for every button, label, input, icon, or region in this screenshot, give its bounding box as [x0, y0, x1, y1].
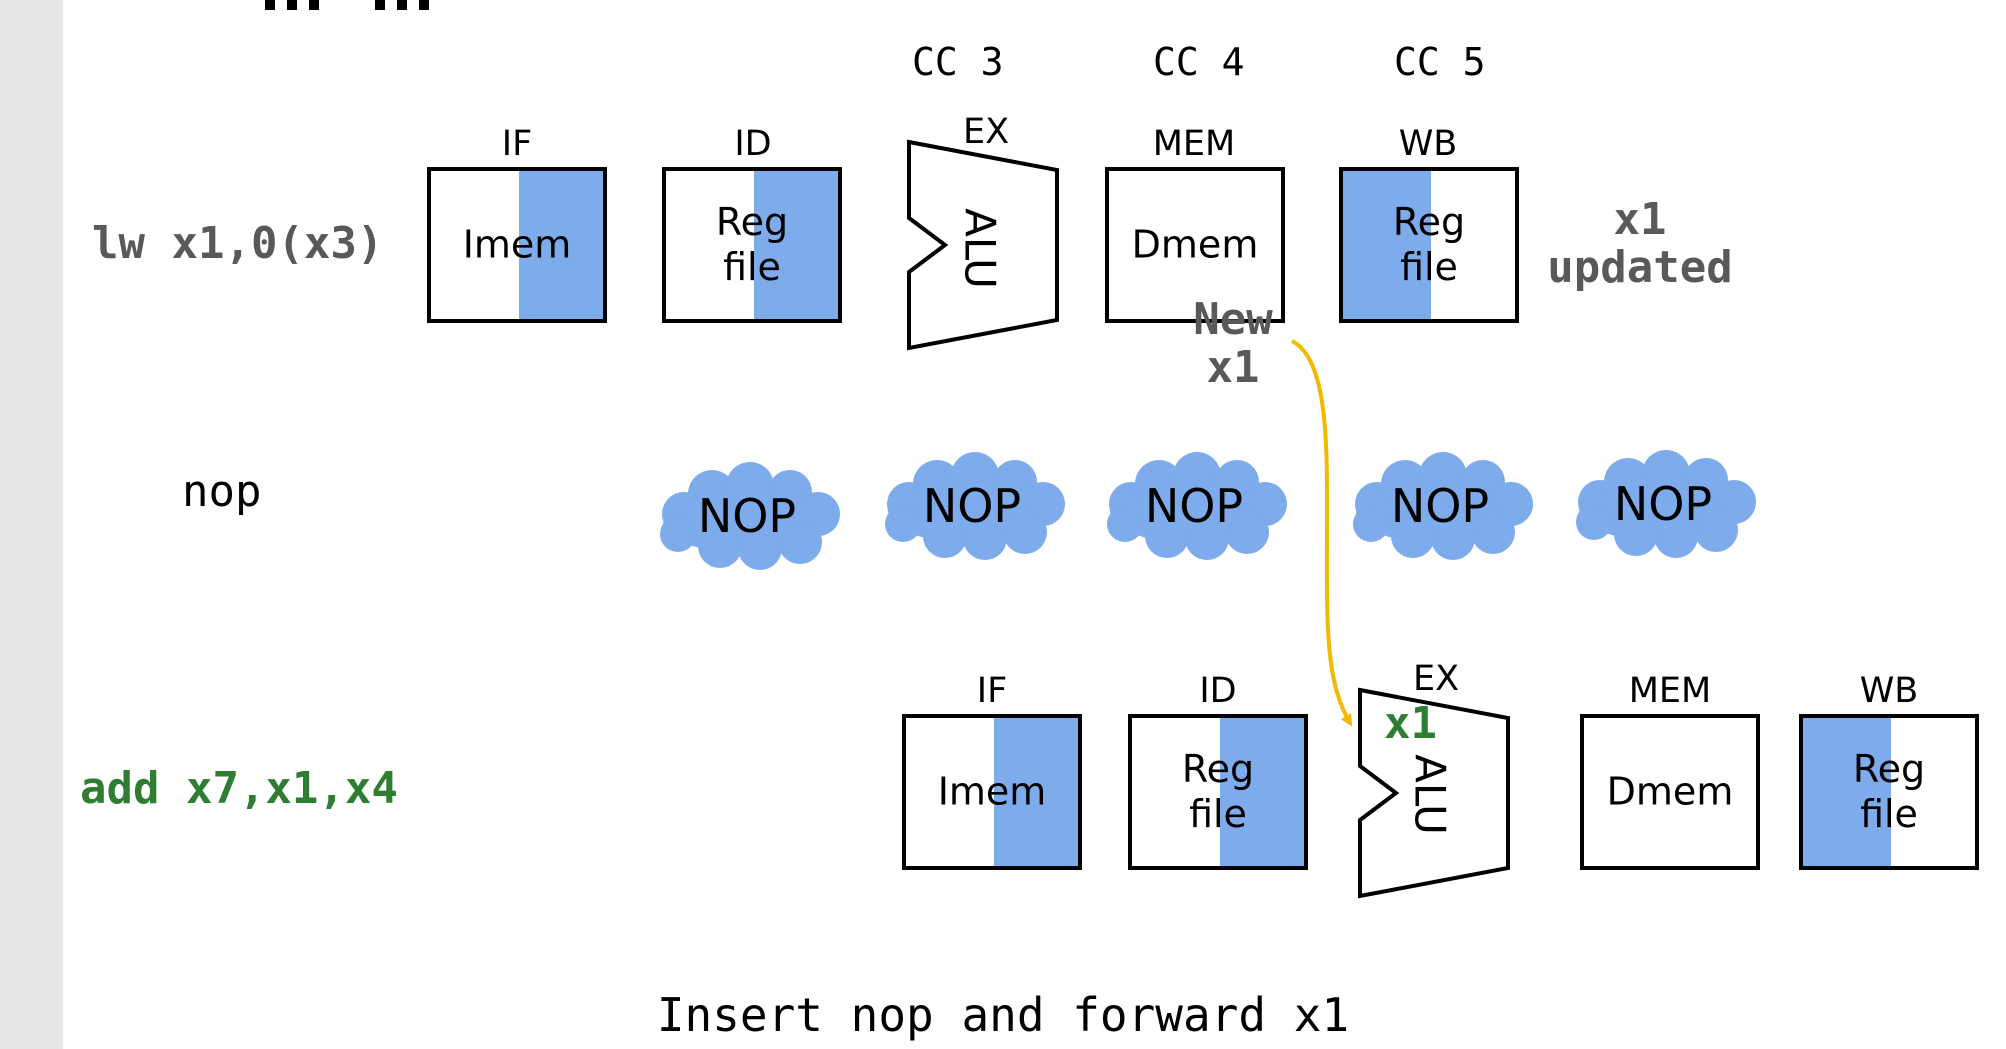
alu-shape-2 [1358, 687, 1510, 899]
new-x1-note: New x1 [1193, 294, 1273, 394]
nop-bubble-4: NOP [1343, 452, 1537, 560]
cycle-label-cc5: CC 5 [1394, 40, 1486, 84]
forward-arrow [1290, 339, 1353, 727]
slide-caption: Insert nop and forward x1 [656, 988, 1350, 1042]
cycle-label-cc3: CC 3 [912, 40, 1004, 84]
stage-label-ex-2: EX [1412, 659, 1460, 699]
forwarded-x1-label: x1 [1384, 698, 1437, 749]
alu-label: ALU [955, 208, 1005, 289]
stage-label-id: ID [734, 124, 772, 164]
nop-bubble-5: NOP [1566, 450, 1760, 558]
alu-shape [907, 139, 1059, 351]
instruction-nop: nop [182, 466, 262, 517]
x1-updated-note: x1 updated [1547, 194, 1733, 294]
writeback-regfile-box-2: Reg file [1799, 714, 1979, 870]
instruction-lw: lw x1,0(x3) [92, 218, 384, 269]
stage-label-if-2: IF [976, 671, 1008, 711]
imem-box: Imem [427, 167, 607, 323]
stage-label-ex: EX [962, 112, 1010, 152]
cycle-label-cc4: CC 4 [1153, 40, 1245, 84]
stage-label-mem: MEM [1152, 124, 1236, 164]
dmem-box: Dmem [1105, 167, 1285, 323]
stage-label-mem-2: MEM [1628, 671, 1712, 711]
cropped-title [265, 0, 455, 12]
slide-margin [0, 0, 63, 1049]
nop-bubble-1: NOP [650, 462, 844, 570]
nop-bubble-2: NOP [875, 452, 1069, 560]
imem-box-2: Imem [902, 714, 1082, 870]
nop-bubble-3: NOP [1097, 452, 1291, 560]
stage-label-if: IF [501, 124, 533, 164]
regfile-box-2: Reg file [1128, 714, 1308, 870]
alu-label-2: ALU [1405, 754, 1455, 835]
dmem-box-2: Dmem [1580, 714, 1760, 870]
stage-label-wb: WB [1398, 124, 1458, 164]
stage-label-wb-2: WB [1859, 671, 1919, 711]
regfile-box: Reg file [662, 167, 842, 323]
writeback-regfile-box: Reg file [1339, 167, 1519, 323]
instruction-add: add x7,x1,x4 [80, 763, 398, 814]
stage-label-id-2: ID [1199, 671, 1237, 711]
